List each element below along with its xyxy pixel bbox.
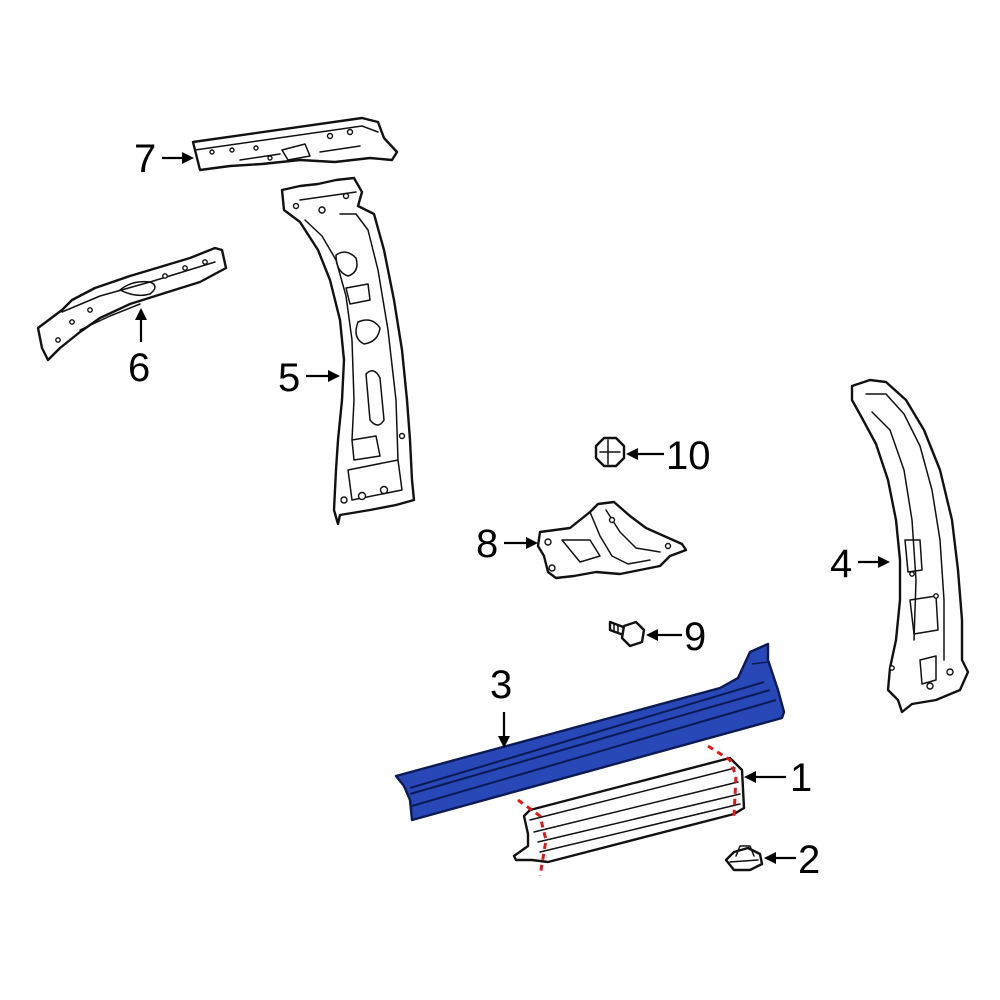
callout-4: 4	[830, 542, 890, 586]
callout-8-label: 8	[476, 522, 498, 566]
callout-7: 7	[134, 137, 194, 181]
part-4-lock-pillar[interactable]	[850, 378, 970, 714]
callout-10: 10	[626, 434, 711, 478]
cut-line-right	[707, 744, 738, 817]
callout-5: 5	[278, 356, 340, 400]
part-2-grommet[interactable]	[724, 845, 764, 872]
cut-line-left	[517, 798, 548, 877]
part-5-center-pillar[interactable]	[280, 176, 416, 526]
callout-9-label: 9	[684, 615, 706, 659]
callout-6: 6	[128, 308, 150, 390]
callout-1: 1	[744, 756, 812, 800]
callout-10-label: 10	[666, 434, 711, 478]
part-9-bolt[interactable]	[608, 620, 646, 648]
part-7-roof-rail[interactable]	[191, 116, 399, 172]
part-6-rail-reinforcement[interactable]	[36, 246, 228, 362]
callout-4-label: 4	[830, 542, 852, 586]
callout-1-label: 1	[790, 756, 812, 800]
callout-6-label: 6	[128, 346, 150, 390]
callout-2: 2	[764, 838, 820, 882]
callout-5-label: 5	[278, 356, 300, 400]
part-8-bracket[interactable]	[536, 500, 688, 580]
callout-9: 9	[646, 615, 706, 659]
part-3-rocker-panel[interactable]	[394, 642, 786, 822]
callout-3: 3	[490, 663, 512, 748]
part-10-nut[interactable]	[594, 436, 626, 468]
callout-8: 8	[476, 522, 538, 566]
rocker-panel-body	[394, 642, 786, 822]
callout-2-label: 2	[798, 838, 820, 882]
callout-7-label: 7	[134, 137, 156, 181]
callout-3-label: 3	[490, 663, 512, 707]
part-1-rocker-reinforcement[interactable]	[512, 756, 746, 864]
cut-lines	[517, 744, 738, 877]
